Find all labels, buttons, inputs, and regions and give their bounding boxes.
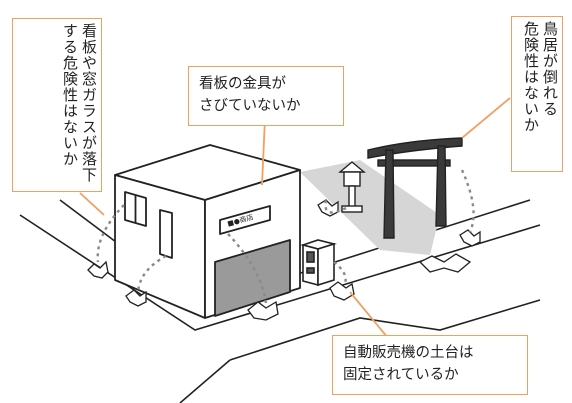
fall-paths — [96, 169, 475, 305]
callout-vending-base: 自動販売機の土台は 固定されているか — [332, 335, 528, 395]
callout-torii-line-1: 鳥居が倒れる — [541, 21, 559, 117]
callout-torii-line-2: 危険性はないか — [522, 21, 540, 133]
leader-lines — [79, 97, 511, 339]
callout-vending-base-line-2: 固定されているか — [343, 367, 459, 383]
shop-sign — [219, 205, 271, 235]
callout-sign-window-line-2: する危険性はないか — [61, 23, 79, 167]
torii-shadow — [300, 160, 440, 255]
torii-gate — [367, 137, 463, 239]
callout-sign-window: 看板や窓ガラスが落下 する危険性はないか — [12, 18, 102, 192]
callout-torii: 鳥居が倒れる 危険性はないか — [511, 16, 563, 172]
vending-machine — [300, 239, 337, 287]
shop-shutter — [214, 239, 291, 317]
stone-lantern — [338, 161, 366, 213]
callout-sign-window-line-1: 看板や窓ガラスが落下 — [80, 23, 98, 183]
callout-sign-fittings-line-1: 看板の金具が — [199, 76, 286, 92]
callout-sign-fittings-line-2: さびていないか — [199, 98, 301, 114]
vertical-sign — [159, 209, 173, 259]
shop-building — [114, 144, 301, 319]
callout-vending-base-line-1: 自動販売機の土台は — [343, 345, 474, 361]
callout-sign-fittings: 看板の金具が さびていないか — [188, 66, 344, 126]
debris-marks — [87, 199, 481, 321]
